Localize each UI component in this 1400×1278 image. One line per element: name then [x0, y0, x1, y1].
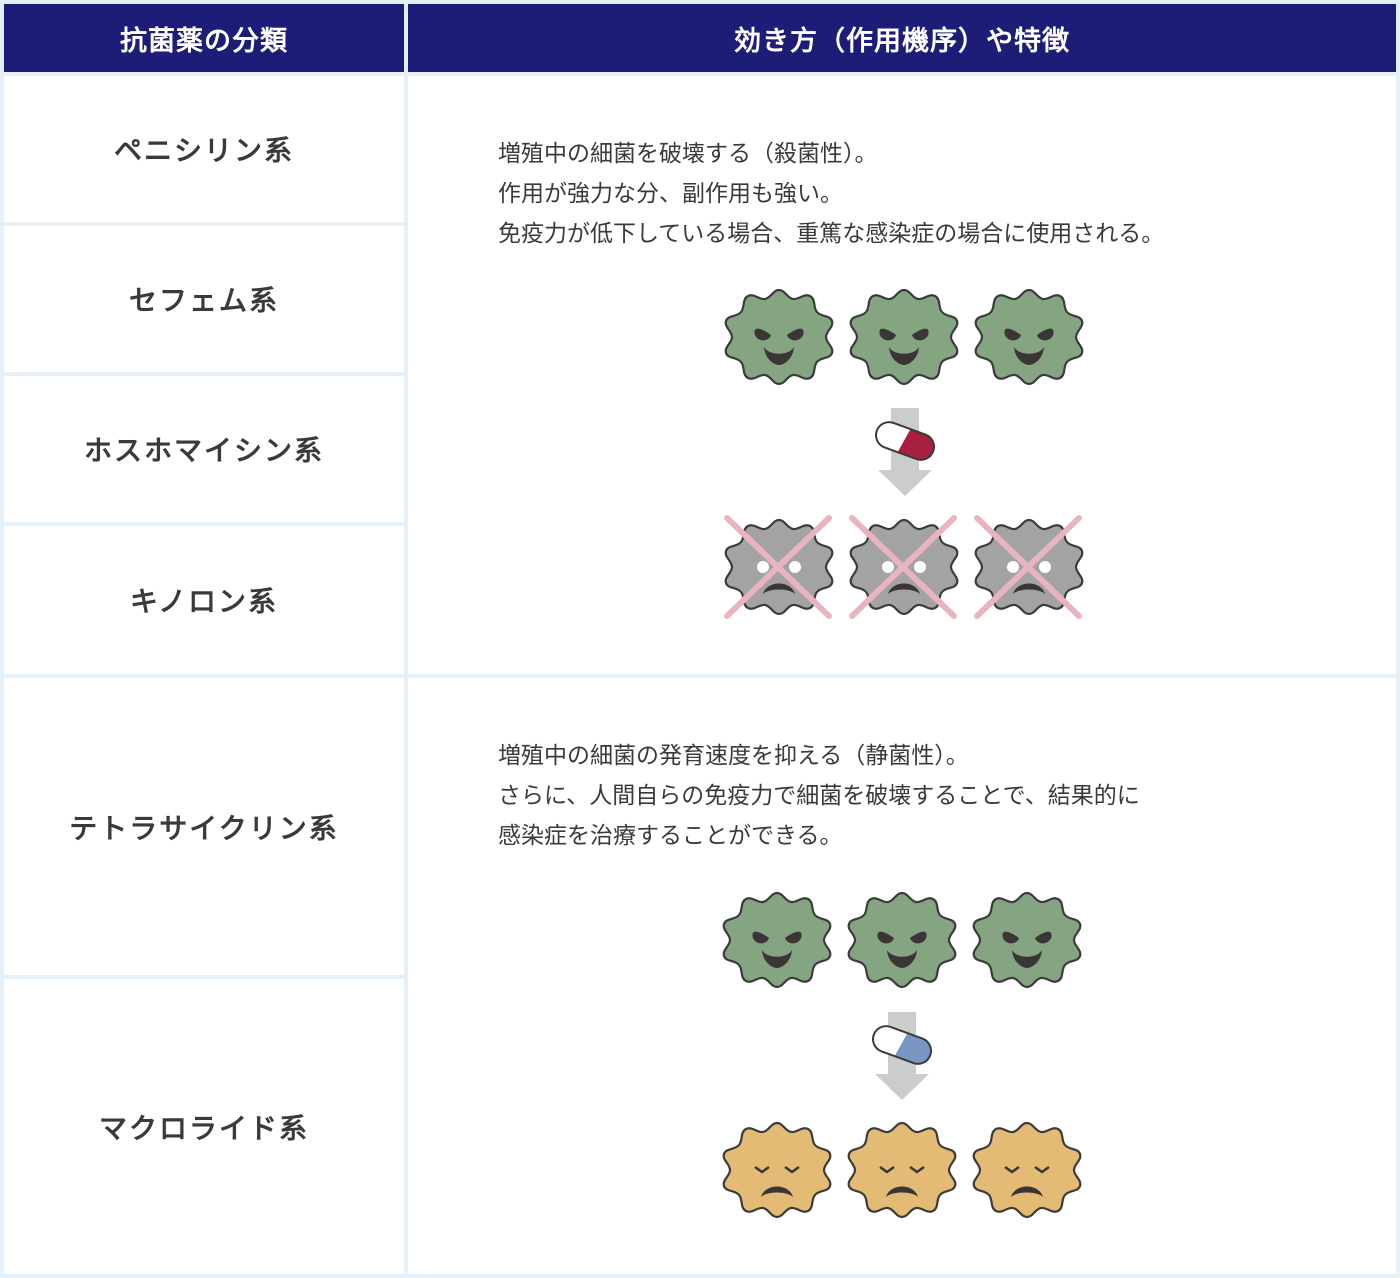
angry-germ-icon — [849, 288, 959, 386]
description-line: さらに、人間自らの免疫力で細菌を破壊することで、結果的に — [498, 783, 1140, 809]
category-label: セフェム系 — [128, 284, 279, 317]
category-label: キノロン系 — [129, 585, 279, 618]
category-fosfomycin: ホスホマイシン系 — [4, 376, 404, 522]
description-line: 作用が強力な分、副作用も強い。 — [498, 181, 843, 207]
header-mechanism: 効き方（作用機序）や特徴 — [408, 4, 1396, 72]
description-line: 増殖中の細菌を破壊する（殺菌性）。 — [498, 141, 878, 167]
category-label: テトラサイクリン系 — [69, 811, 339, 845]
capsule-red-icon — [872, 418, 938, 464]
header-mechanism-label: 効き方（作用機序）や特徴 — [734, 25, 1070, 57]
weakened-germ-icon — [847, 1121, 957, 1219]
header-classification: 抗菌薬の分類 — [4, 4, 404, 72]
angry-germ-icon — [722, 891, 832, 989]
header-classification-label: 抗菌薬の分類 — [120, 25, 288, 57]
category-quinolone: キノロン系 — [4, 526, 404, 674]
description-text: 増殖中の細菌の発育速度を抑える（静菌性）。 さらに、人間自らの免疫力で細菌を破壊… — [498, 736, 1140, 856]
angry-germ-icon — [972, 891, 1082, 989]
capsule-blue-icon — [869, 1022, 935, 1068]
category-macrolide: マクロライド系 — [4, 979, 404, 1274]
description-line: 免疫力が低下している場合、重篤な感染症の場合に使用される。 — [498, 221, 1165, 247]
description-line: 感染症を治療することができる。 — [498, 823, 843, 849]
destroyed-germ-icon — [849, 515, 959, 619]
category-penicillin: ペニシリン系 — [4, 76, 404, 222]
destroyed-germ-icon — [724, 515, 834, 619]
category-cephem: セフェム系 — [4, 226, 404, 372]
angry-germ-icon — [974, 288, 1084, 386]
category-label: マクロライド系 — [98, 1111, 309, 1145]
mechanism-bactericidal: 増殖中の細菌を破壊する（殺菌性）。 作用が強力な分、副作用も強い。 免疫力が低下… — [408, 76, 1396, 674]
angry-germ-icon — [724, 288, 834, 386]
weakened-germ-icon — [722, 1121, 832, 1219]
description-line: 増殖中の細菌の発育速度を抑える（静菌性）。 — [498, 743, 969, 769]
weakened-germ-icon — [972, 1121, 1082, 1219]
angry-germ-icon — [847, 891, 957, 989]
category-label: ペニシリン系 — [113, 134, 294, 167]
category-tetracycline: テトラサイクリン系 — [4, 678, 404, 975]
destroyed-germ-icon — [974, 515, 1084, 619]
description-text: 増殖中の細菌を破壊する（殺菌性）。 作用が強力な分、副作用も強い。 免疫力が低下… — [498, 134, 1164, 254]
mechanism-bacteriostatic: 増殖中の細菌の発育速度を抑える（静菌性）。 さらに、人間自らの免疫力で細菌を破壊… — [408, 678, 1396, 1274]
category-label: ホスホマイシン系 — [83, 434, 324, 467]
